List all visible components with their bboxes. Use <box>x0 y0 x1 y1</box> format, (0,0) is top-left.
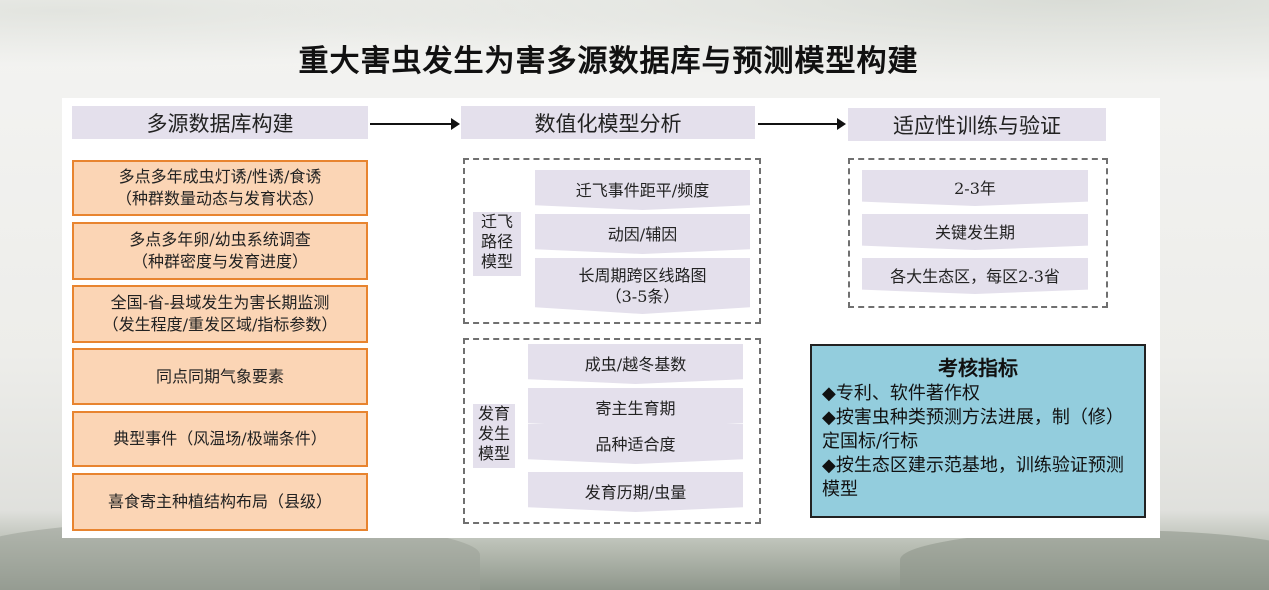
database-item-line1: 全国-省-县域发生为害长期监测 <box>110 293 330 312</box>
kpi-title: 考核指标 <box>938 356 1018 380</box>
database-item-line2: （发生程度/重发区域/指标参数） <box>102 315 338 334</box>
database-item-line1: 多点多年成虫灯诱/性诱/食诱 <box>118 167 322 186</box>
database-item-line1: 多点多年卵/幼虫系统调查 <box>129 230 311 249</box>
migration-model-label: 迁飞 路径 模型 <box>473 212 521 276</box>
migration-item-text: 动因/辅因 <box>607 224 678 244</box>
migration-item: 迁飞事件距平/频度 <box>535 170 750 210</box>
database-item: 典型事件（风温场/极端条件） <box>72 411 368 467</box>
development-model-label: 发育 发生 模型 <box>473 404 515 468</box>
database-item-line1: 典型事件（风温场/极端条件） <box>113 429 327 448</box>
migration-item-subtext: （3-5条） <box>605 287 680 306</box>
training-item: 2-3年 <box>862 170 1088 206</box>
database-item-line1: 喜食寄主种植结构布局（县级） <box>107 492 332 511</box>
migration-item: 长周期跨区线路图 （3-5条） <box>535 258 750 314</box>
header-database: 多源数据库构建 <box>72 106 368 139</box>
migration-item: 动因/辅因 <box>535 214 750 254</box>
database-item: 同点同期气象要素 <box>72 348 368 405</box>
database-item: 多点多年成虫灯诱/性诱/食诱 （种群数量动态与发育状态） <box>72 160 368 216</box>
database-item: 多点多年卵/幼虫系统调查 （种群密度与发育进度） <box>72 222 368 280</box>
development-item: 寄主生育期 <box>528 388 743 428</box>
arrow-1 <box>370 118 460 130</box>
training-item: 各大生态区，每区2-3省 <box>862 258 1088 294</box>
database-item: 全国-省-县域发生为害长期监测 （发生程度/重发区域/指标参数） <box>72 285 368 343</box>
development-item: 发育历期/虫量 <box>528 472 743 512</box>
kpi-item: ◆按生态区建示范基地，训练验证预测模型 <box>822 455 1124 500</box>
arrow-2 <box>758 118 846 130</box>
kpi-item: ◆专利、软件著作权 <box>822 383 980 404</box>
background-top <box>0 0 1269 110</box>
migration-item-text: 长周期跨区线路图 <box>578 266 707 285</box>
development-item: 成虫/越冬基数 <box>528 344 743 384</box>
slide-title: 重大害虫发生为害多源数据库与预测模型构建 <box>298 44 919 79</box>
header-training: 适应性训练与验证 <box>848 108 1106 141</box>
database-item-line1: 同点同期气象要素 <box>155 366 284 386</box>
kpi-box: 考核指标 ◆专利、软件著作权 ◆按害虫种类预测方法进展，制（修）定国标/行标 ◆… <box>810 344 1146 518</box>
migration-item-text: 迁飞事件距平/频度 <box>575 180 710 200</box>
kpi-item: ◆按害虫种类预测方法进展，制（修）定国标/行标 <box>822 407 1124 452</box>
development-item: 品种适合度 <box>528 424 743 464</box>
database-item-line2: （种群密度与发育进度） <box>131 252 308 271</box>
header-model-analysis: 数值化模型分析 <box>461 106 755 139</box>
database-item: 喜食寄主种植结构布局（县级） <box>72 473 368 531</box>
training-item: 关键发生期 <box>862 214 1088 250</box>
database-item-line2: （种群数量动态与发育状态） <box>115 189 324 208</box>
hill-right <box>900 530 1269 590</box>
